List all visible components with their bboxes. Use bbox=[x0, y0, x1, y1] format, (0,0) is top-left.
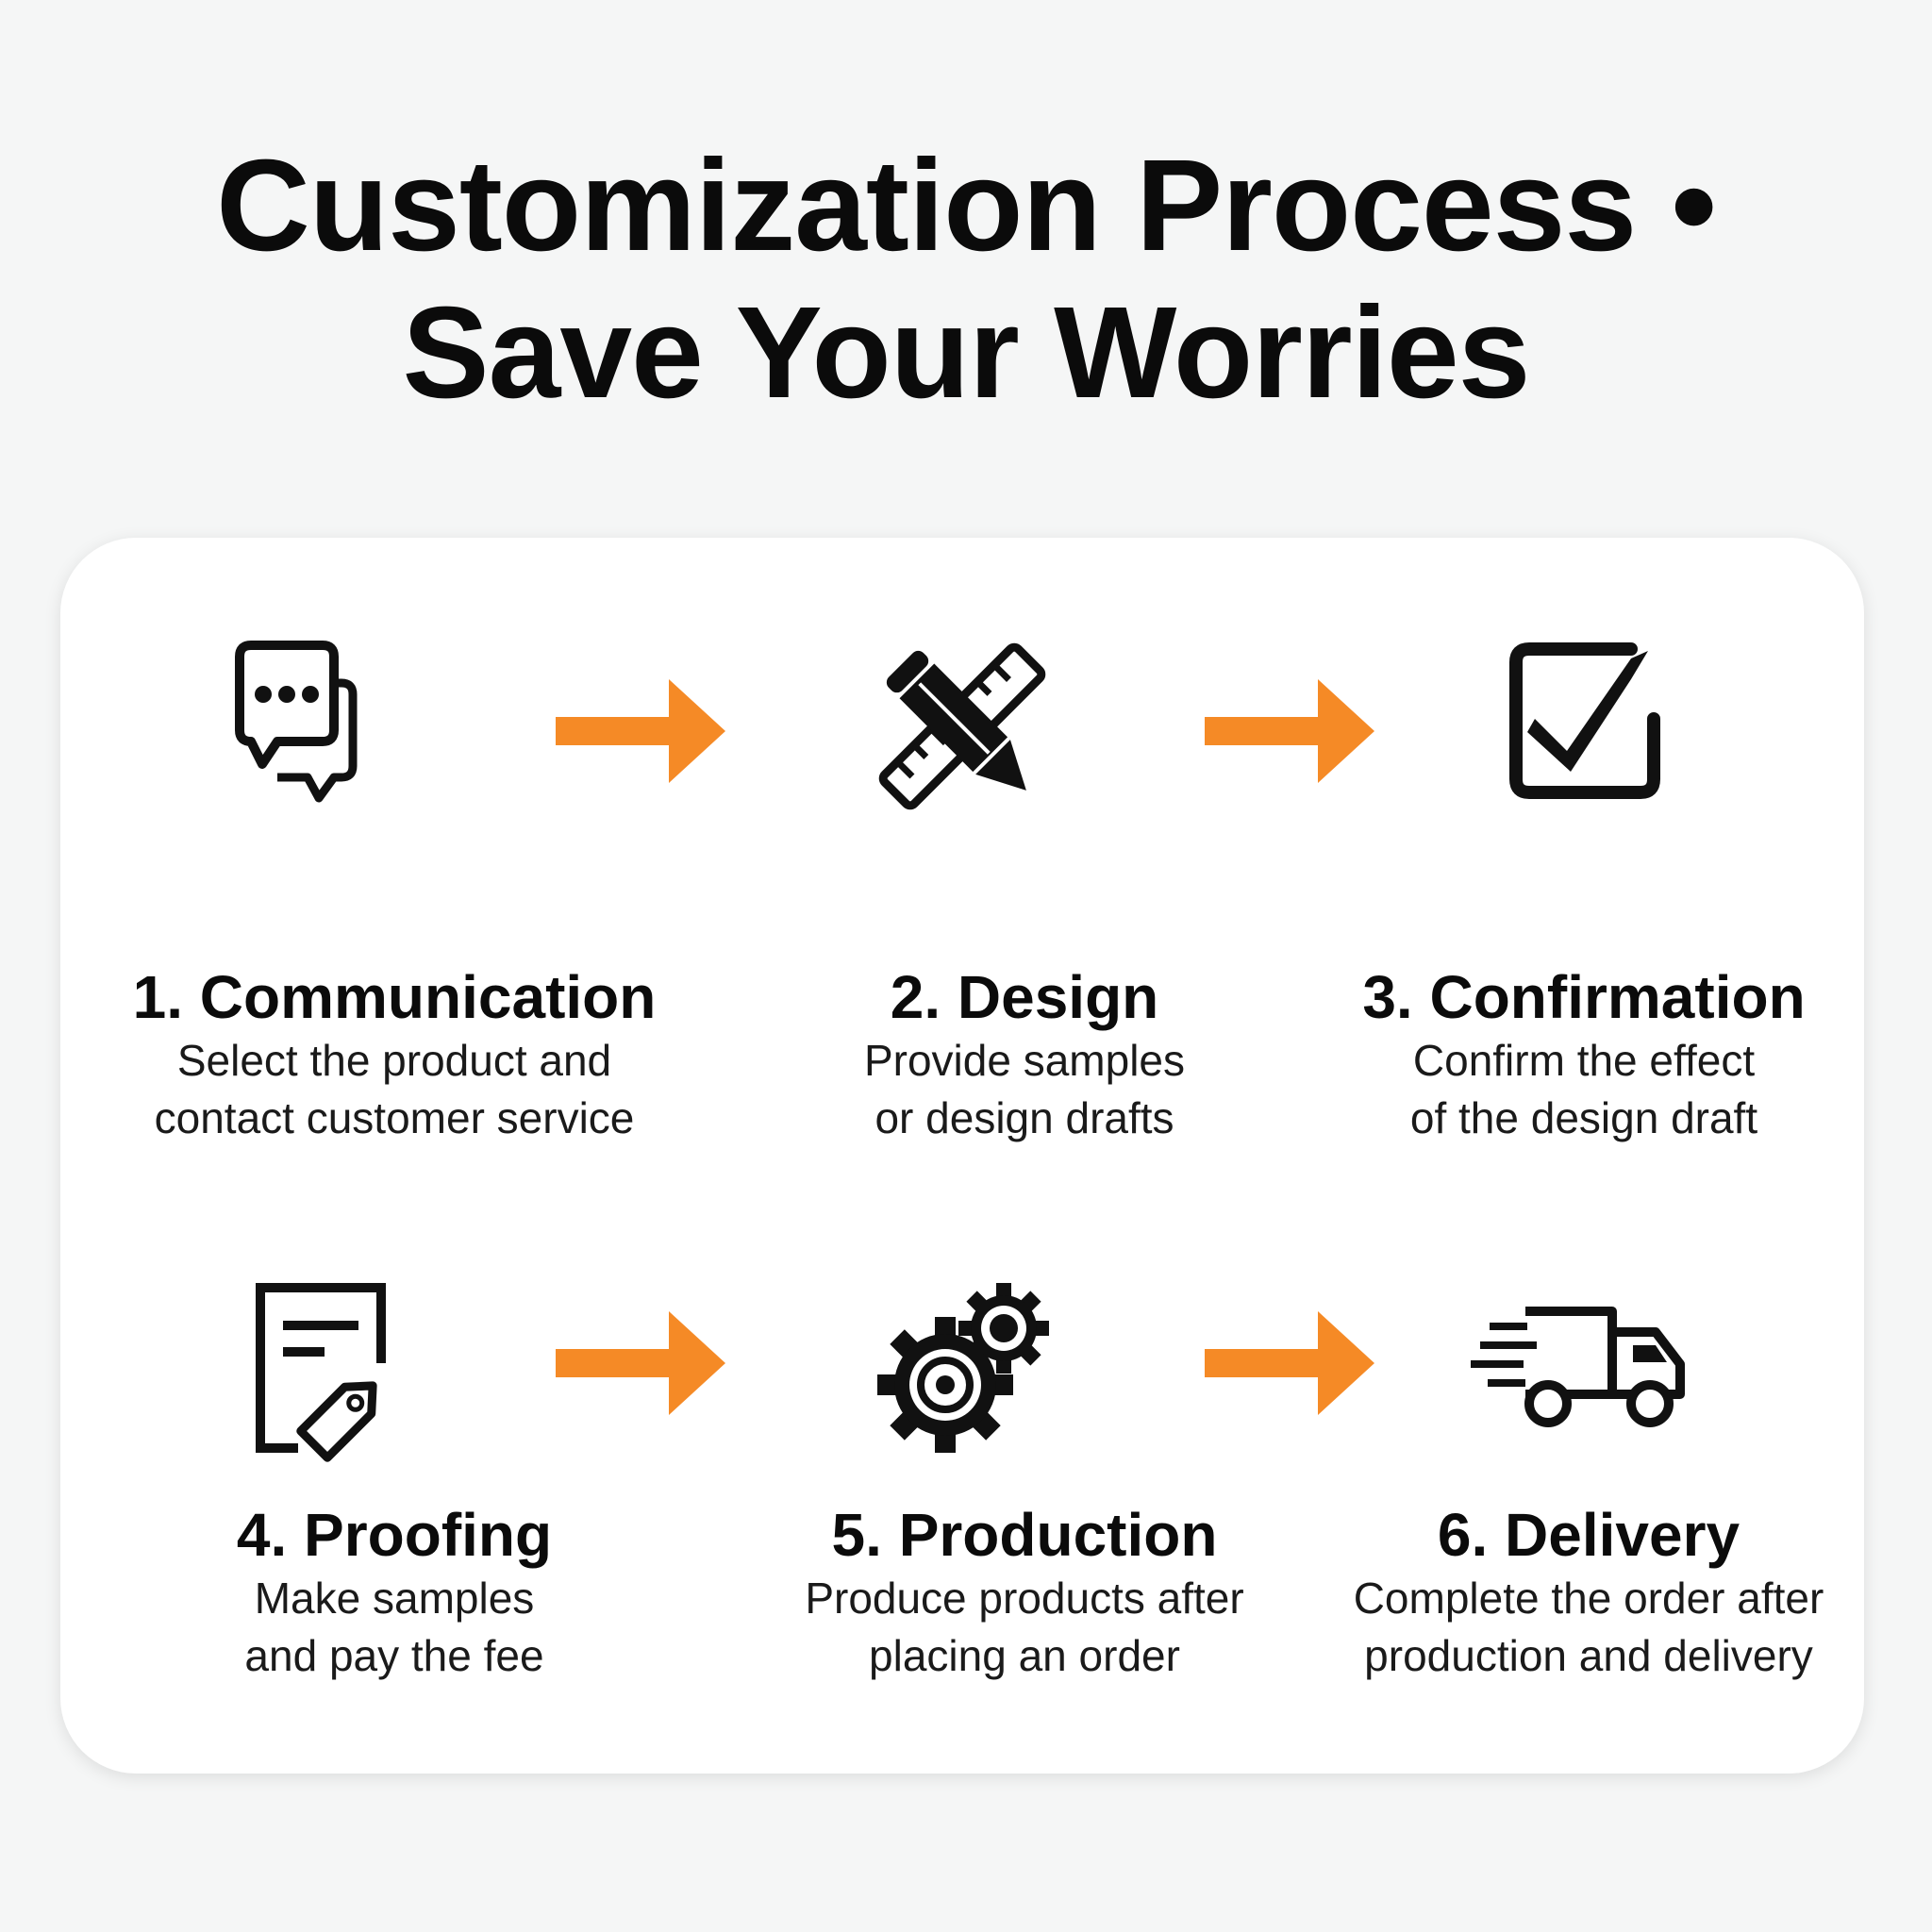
step-4-title: 4. Proofing bbox=[236, 1501, 553, 1569]
step-3-title: 3. Confirmation bbox=[1362, 963, 1806, 1031]
step-1-text: 1. Communication Select the product and … bbox=[111, 962, 677, 1147]
step-4-text: 4. Proofing Make samples and pay the fee bbox=[111, 1500, 677, 1685]
page-title-line-2: Save Your Worries bbox=[402, 280, 1531, 425]
arrow-5-to-6-icon bbox=[1205, 1311, 1374, 1415]
step-2-description: Provide samples or design drafts bbox=[741, 1032, 1307, 1147]
checkbox-icon bbox=[1490, 632, 1678, 821]
step-6-description-line-2: production and delivery bbox=[1364, 1631, 1813, 1680]
step-5-description-line-1: Produce products after bbox=[805, 1574, 1244, 1623]
page-title: Customization Process • Save Your Worrie… bbox=[0, 132, 1932, 426]
step-2-title: 2. Design bbox=[890, 963, 1159, 1031]
step-4-description-line-1: Make samples bbox=[254, 1574, 535, 1623]
pencil-ruler-icon bbox=[868, 632, 1057, 821]
step-1-title: 1. Communication bbox=[132, 963, 657, 1031]
process-card: 1. Communication Select the product and … bbox=[60, 538, 1864, 1774]
step-6-text: 6. Delivery Complete the order after pro… bbox=[1306, 1500, 1872, 1685]
step-1-description: Select the product and contact customer … bbox=[111, 1032, 677, 1147]
gears-icon bbox=[872, 1274, 1060, 1462]
arrow-4-to-5-icon bbox=[556, 1311, 725, 1415]
step-6-title: 6. Delivery bbox=[1437, 1501, 1740, 1569]
chat-bubbles-icon bbox=[221, 632, 409, 821]
step-2-text: 2. Design Provide samples or design draf… bbox=[741, 962, 1307, 1147]
delivery-truck-icon bbox=[1471, 1274, 1685, 1462]
step-5-text: 5. Production Produce products after pla… bbox=[741, 1500, 1307, 1685]
step-3-description-line-2: of the design draft bbox=[1409, 1093, 1758, 1142]
step-5-title: 5. Production bbox=[831, 1501, 1218, 1569]
step-3-text: 3. Confirmation Confirm the effect of th… bbox=[1301, 962, 1867, 1147]
step-1-description-line-2: contact customer service bbox=[154, 1093, 635, 1142]
step-2-description-line-2: or design drafts bbox=[874, 1093, 1174, 1142]
step-5-description-line-2: placing an order bbox=[869, 1631, 1180, 1680]
step-4-description-line-2: and pay the fee bbox=[244, 1631, 544, 1680]
page-title-line-1: Customization Process • bbox=[216, 133, 1717, 278]
step-5-description: Produce products after placing an order bbox=[741, 1570, 1307, 1685]
step-3-description: Confirm the effect of the design draft bbox=[1301, 1032, 1867, 1147]
step-3-description-line-1: Confirm the effect bbox=[1412, 1036, 1756, 1085]
arrow-2-to-3-icon bbox=[1205, 679, 1374, 783]
step-6-description-line-1: Complete the order after bbox=[1353, 1574, 1824, 1623]
step-1-description-line-1: Select the product and bbox=[176, 1036, 612, 1085]
step-6-description: Complete the order after production and … bbox=[1306, 1570, 1872, 1685]
arrow-1-to-2-icon bbox=[556, 679, 725, 783]
step-4-description: Make samples and pay the fee bbox=[111, 1570, 677, 1685]
step-2-description-line-1: Provide samples bbox=[863, 1036, 1186, 1085]
document-tag-icon bbox=[223, 1274, 411, 1462]
